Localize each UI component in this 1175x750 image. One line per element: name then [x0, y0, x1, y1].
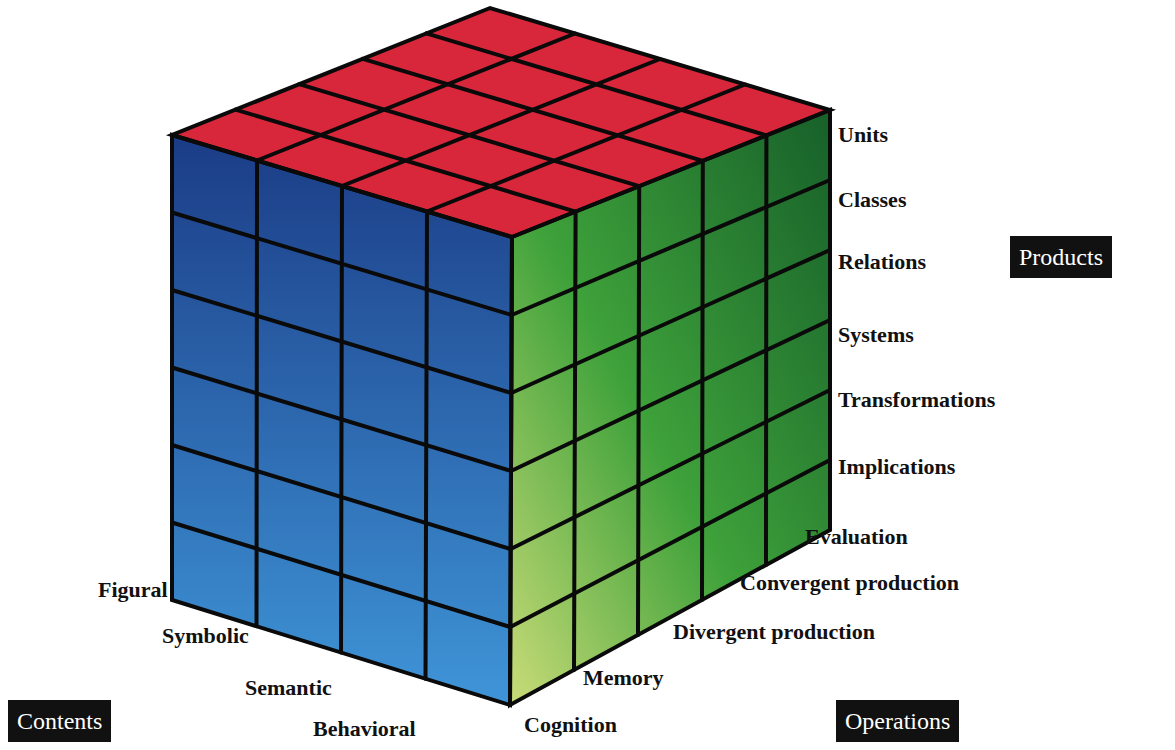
axis-title: Operations	[845, 706, 950, 736]
product-label: Systems	[838, 321, 914, 349]
product-label: Classes	[838, 186, 906, 214]
product-label: Units	[838, 121, 888, 149]
grid-lines	[172, 8, 830, 705]
content-label: Symbolic	[162, 622, 249, 650]
axis-title-box: Operations	[836, 700, 959, 742]
product-label: Transformations	[838, 386, 995, 414]
product-label: Implications	[838, 453, 955, 481]
operation-label: Divergent production	[673, 618, 875, 646]
axis-title: Products	[1019, 242, 1103, 272]
content-label: Behavioral	[313, 715, 416, 743]
operation-label: Memory	[583, 664, 664, 692]
axis-title-box: Contents	[8, 700, 111, 742]
operation-label: Evaluation	[805, 523, 908, 551]
product-label: Relations	[838, 248, 926, 276]
content-label: Figural	[98, 576, 168, 604]
side-face	[510, 110, 830, 705]
front-face	[172, 135, 512, 705]
operation-label: Convergent production	[740, 569, 959, 597]
axis-title: Contents	[17, 706, 102, 736]
axis-title-box: Products	[1010, 236, 1112, 278]
content-label: Semantic	[245, 674, 332, 702]
operation-label: Cognition	[524, 711, 617, 739]
